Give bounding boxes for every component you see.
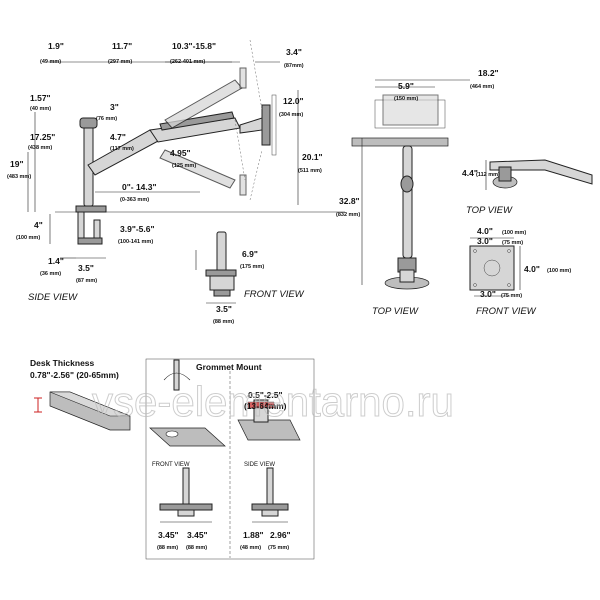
vesa-front-view-label: FRONT VIEW	[476, 306, 537, 317]
dim-mm: (0-363 mm)	[120, 197, 149, 203]
grommet-panel	[145, 358, 315, 560]
dim-mm: (76 mm)	[96, 116, 117, 122]
dim-mm: (100 mm)	[547, 268, 571, 274]
top-view-tall-drawing	[351, 79, 470, 290]
grommet-title: Grommet Mount	[196, 362, 262, 372]
top-view-tall-dims: 5.9" (150 mm) 18.2" (464 mm) 32.8" (832 …	[336, 68, 499, 317]
dim-mm: (87 mm)	[76, 278, 97, 284]
dim-value: 3.45"	[158, 530, 179, 540]
side-view-drawing	[27, 39, 345, 259]
dim-value: 10.3"-15.8"	[172, 41, 216, 51]
dim-mm: (100 mm)	[502, 230, 526, 236]
dim-mm: (88 mm)	[157, 545, 178, 551]
dim-mm: (464 mm)	[470, 84, 494, 90]
grommet-range-value: 0.5"-2.5"	[248, 390, 283, 400]
dim-value: 20.1"	[302, 152, 323, 162]
dim-value: 4.95"	[170, 148, 191, 158]
dim-mm: (511 mm)	[298, 168, 322, 174]
dim-mm: (75 mm)	[502, 240, 523, 246]
watermark: vse-elementarno.ru	[92, 378, 454, 425]
dim-mm: (125 mm)	[172, 163, 196, 169]
dim-value: 32.8"	[339, 196, 360, 206]
grommet-side-view-label: SIDE VIEW	[244, 462, 275, 468]
dim-mm: (304 mm)	[279, 112, 303, 118]
side-view-dims: 1.9" (49 mm) 11.7" (297 mm) 10.3"-15.8" …	[7, 41, 323, 303]
dim-value: 6.9"	[242, 249, 258, 259]
dim-value: 3.4"	[286, 47, 302, 57]
dim-mm: (112 mm)	[476, 172, 500, 178]
grommet-range-mm: (13-64mm)	[244, 401, 287, 411]
top-view-small-drawing	[485, 159, 593, 190]
dim-mm: (438 mm)	[28, 145, 52, 151]
dim-value: 4.7"	[110, 132, 126, 142]
dim-mm: (100-141 mm)	[118, 239, 153, 245]
vesa-front-view-drawing	[469, 237, 521, 297]
desk-thickness-drawing	[34, 391, 131, 431]
dim-value: 19"	[10, 159, 24, 169]
dim-value: 3.0"	[477, 236, 493, 246]
top-view-label: TOP VIEW	[372, 306, 419, 317]
dim-value: 0"- 14.3"	[122, 182, 157, 192]
dim-mm: (150 mm)	[394, 96, 418, 102]
dim-mm: (48 mm)	[240, 545, 261, 551]
dim-mm: (832 mm)	[336, 212, 360, 218]
dim-mm: (88 mm)	[213, 319, 234, 325]
dim-mm: (88 mm)	[186, 545, 207, 551]
dim-mm: (483 mm)	[7, 174, 31, 180]
dim-value: 2.96"	[270, 530, 291, 540]
dim-mm: (49 mm)	[40, 59, 61, 65]
dim-mm: (75 mm)	[268, 545, 289, 551]
desk-thickness-value: 0.78"-2.56" (20-65mm)	[30, 370, 119, 380]
dim-value: 1.9"	[48, 41, 64, 51]
dim-value: 18.2"	[478, 68, 499, 78]
dim-mm: (36 mm)	[40, 271, 61, 277]
top-view-small-label: TOP VIEW	[466, 205, 513, 216]
dim-value: 1.88"	[243, 530, 264, 540]
front-view-dims: 6.9" (175 mm) 3.5" (88 mm) FRONT VIEW	[213, 249, 305, 325]
dim-value: 4.0"	[477, 226, 493, 236]
side-view-label: SIDE VIEW	[28, 292, 78, 303]
dim-value: 11.7"	[112, 41, 132, 51]
front-view-drawing	[195, 231, 237, 304]
dim-mm: (40 mm)	[30, 106, 51, 112]
dim-value: 4"	[34, 220, 43, 230]
dim-value: 17.25"	[30, 132, 55, 142]
dim-value: 3.5"	[216, 304, 232, 314]
desk-thickness-text: Desk Thickness 0.78"-2.56" (20-65mm)	[30, 358, 119, 380]
dim-mm: (117 mm)	[110, 146, 134, 152]
dim-value: 1.57"	[30, 93, 51, 103]
dim-value: 3.5"	[78, 263, 94, 273]
vesa-front-view-dims: 4.0" (100 mm) 3.0" (75 mm) 4.0" (100 mm)…	[476, 226, 571, 317]
dim-mm: (297 mm)	[108, 59, 132, 65]
dim-mm: (175 mm)	[240, 264, 264, 270]
dim-value: 1.4"	[48, 256, 64, 266]
dim-mm: (262-401 mm)	[170, 59, 205, 65]
dim-value: 3.9"-5.6"	[120, 224, 155, 234]
dim-value: 3.45"	[187, 530, 208, 540]
top-view-small-dims: 4.4" (112 mm) TOP VIEW	[462, 168, 513, 216]
dim-value: 4.4"	[462, 168, 478, 178]
dim-mm: (75 mm)	[501, 293, 522, 299]
dim-value: 3"	[110, 102, 119, 112]
dim-mm: (100 mm)	[16, 235, 40, 241]
desk-thickness-title: Desk Thickness	[30, 358, 95, 368]
dim-value: 4.0"	[524, 264, 540, 274]
grommet-text: Grommet Mount 0.5"-2.5" (13-64mm) FRONT …	[152, 362, 291, 551]
dim-mm: (87mm)	[284, 63, 304, 69]
dim-value: 12.0"	[283, 96, 304, 106]
dim-value: 3.0"	[480, 289, 496, 299]
front-view-label: FRONT VIEW	[244, 289, 305, 300]
grommet-front-view-label: FRONT VIEW	[152, 462, 190, 468]
dim-value: 5.9"	[398, 81, 414, 91]
